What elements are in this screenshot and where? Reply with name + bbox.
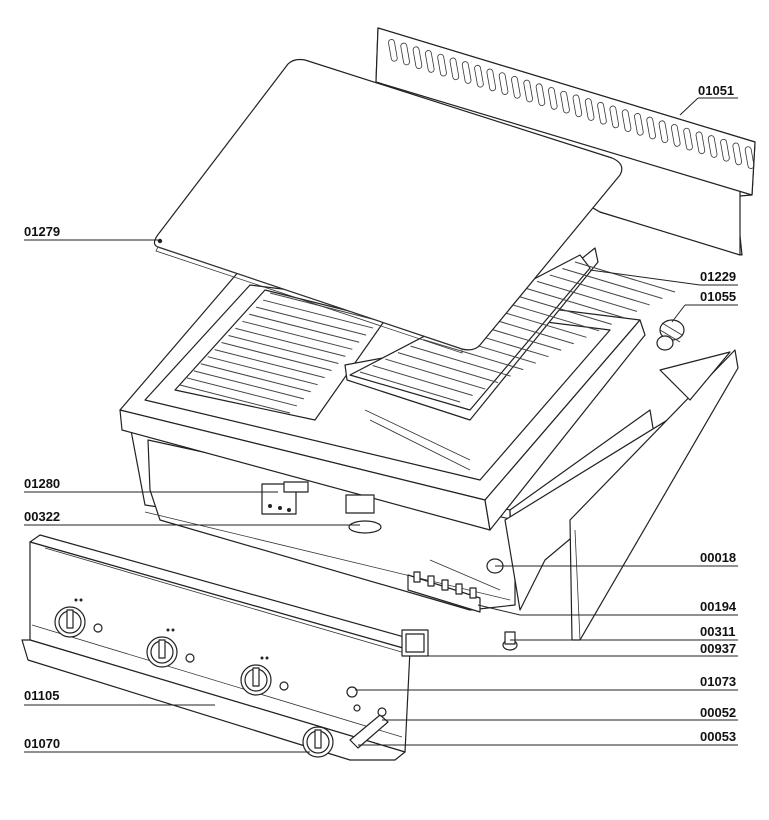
callout-01280: 01280 (24, 476, 60, 491)
knob-1 (54, 598, 103, 638)
left-grill-ribs (179, 292, 381, 414)
left-grill-plate (174, 289, 386, 421)
callout-01229: 01229 (700, 269, 736, 284)
terminal-block (261, 481, 309, 515)
knob-3 (240, 656, 289, 696)
callout-01055: 01055 (700, 289, 736, 304)
callout-00311: 00311 (700, 624, 735, 639)
cable-gland (656, 319, 685, 351)
top-plate (153, 58, 623, 354)
control-knobs (54, 598, 334, 758)
callout-00053: 00053 (700, 729, 736, 744)
callout-00322: 00322 (24, 509, 60, 524)
callout-00018: 00018 (700, 550, 736, 565)
callout-00194: 00194 (700, 599, 737, 614)
switch-part (401, 629, 429, 657)
vent-slots (388, 39, 755, 169)
knob-2 (146, 628, 195, 668)
knob-4 (302, 726, 334, 758)
bracket-part (345, 494, 382, 534)
callout-00937: 00937 (700, 641, 736, 656)
ignition-button (346, 686, 361, 712)
callout-01070: 01070 (24, 736, 60, 751)
igniter-part (349, 707, 389, 749)
callout-01051: 01051 (698, 83, 734, 98)
callout-00052: 00052 (700, 705, 736, 720)
callout-01105: 01105 (24, 688, 59, 703)
callout-01279: 01279 (24, 224, 60, 239)
right-side-panel (569, 349, 739, 641)
callout-labels: 01051 01279 01229 01055 01280 00322 0001… (24, 83, 738, 753)
valve-manifold (407, 571, 481, 613)
callout-01073: 01073 (700, 674, 736, 689)
